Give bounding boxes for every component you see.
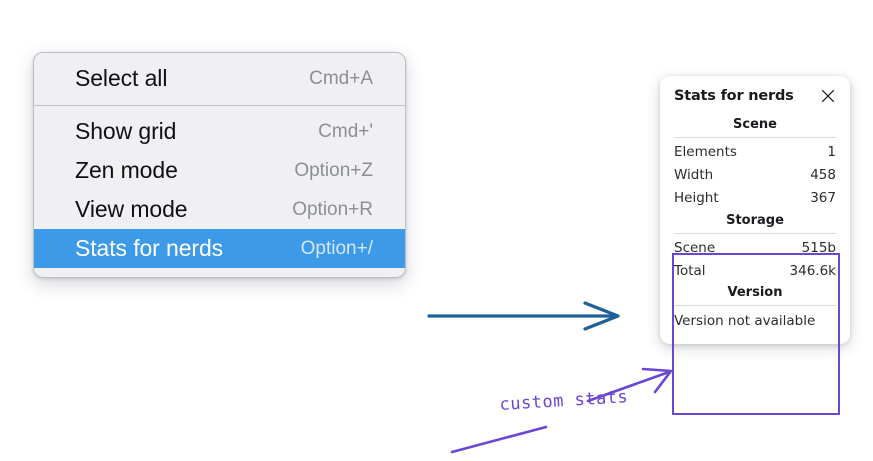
- section-divider: [674, 305, 836, 307]
- section-heading: Storage: [726, 212, 784, 228]
- menu-item-shortcut: Option+Z: [294, 159, 373, 181]
- menu-item-shortcut: Option+R: [292, 198, 373, 220]
- section-divider: [674, 137, 836, 138]
- stat-key: Width: [674, 166, 714, 183]
- menu-item-shortcut: Cmd+A: [309, 67, 373, 89]
- panel-title: Stats for nerds: [674, 88, 794, 104]
- menu-item-label: Select all: [75, 65, 168, 91]
- stat-value: 515b: [801, 239, 836, 256]
- stat-key: Elements: [674, 144, 737, 160]
- stat-row: Elements 1: [674, 141, 836, 164]
- menu-item-stats-for-nerds[interactable]: Stats for nerds Option+/: [34, 229, 405, 268]
- panel-header: Stats for nerds: [674, 88, 836, 104]
- purple-underline-icon: [450, 425, 548, 454]
- menu-item-label: Stats for nerds: [75, 235, 224, 261]
- stats-section-storage: Storage Scene 515b Total 346.6k: [674, 210, 836, 283]
- stats-for-nerds-panel: Stats for nerds Scene Elements 1 Width 4…: [660, 76, 850, 345]
- stats-section-scene: Scene Elements 1 Width 458 Height 367: [674, 114, 836, 210]
- stat-value: 458: [810, 166, 836, 183]
- menu-item-label: Show grid: [75, 118, 177, 144]
- stat-key: Height: [674, 189, 719, 206]
- blue-arrow-icon: [427, 301, 620, 331]
- menu-group-2: Show grid Cmd+' Zen mode Option+Z View m…: [34, 112, 405, 268]
- version-text: Version not available: [674, 313, 816, 330]
- stat-row: Width 458: [674, 164, 836, 187]
- close-icon[interactable]: [820, 88, 836, 104]
- menu-item-select-all[interactable]: Select all Cmd+A: [34, 59, 405, 98]
- menu-item-label: Zen mode: [75, 157, 178, 183]
- section-heading: Version: [727, 285, 783, 301]
- stat-value: 1: [827, 144, 836, 160]
- section-divider: [674, 232, 836, 234]
- stat-value: 367: [810, 189, 836, 206]
- menu-item-zen-mode[interactable]: Zen mode Option+Z: [34, 151, 405, 190]
- menu-item-label: View mode: [75, 196, 188, 222]
- stat-key: Scene: [674, 239, 716, 256]
- section-heading: Scene: [733, 117, 777, 132]
- stat-row: Height 367: [674, 187, 836, 210]
- stat-value: 346.6k: [789, 262, 836, 279]
- menu-separator: [34, 105, 405, 106]
- context-menu[interactable]: Select all Cmd+A Show grid Cmd+' Zen mod…: [33, 52, 406, 278]
- menu-item-shortcut: Cmd+': [318, 120, 373, 142]
- stat-key: Total: [674, 262, 706, 279]
- menu-item-shortcut: Option+/: [300, 237, 373, 259]
- menu-group-1: Select all Cmd+A: [34, 59, 405, 98]
- menu-item-show-grid[interactable]: Show grid Cmd+': [34, 112, 405, 151]
- menu-item-view-mode[interactable]: View mode Option+R: [34, 190, 405, 229]
- stat-row: Total 346.6k: [674, 260, 836, 283]
- stat-row: Scene 515b: [674, 237, 836, 260]
- stats-section-version: Version Version not available: [674, 282, 836, 330]
- custom-stats-annotation-label: custom stats: [499, 387, 629, 415]
